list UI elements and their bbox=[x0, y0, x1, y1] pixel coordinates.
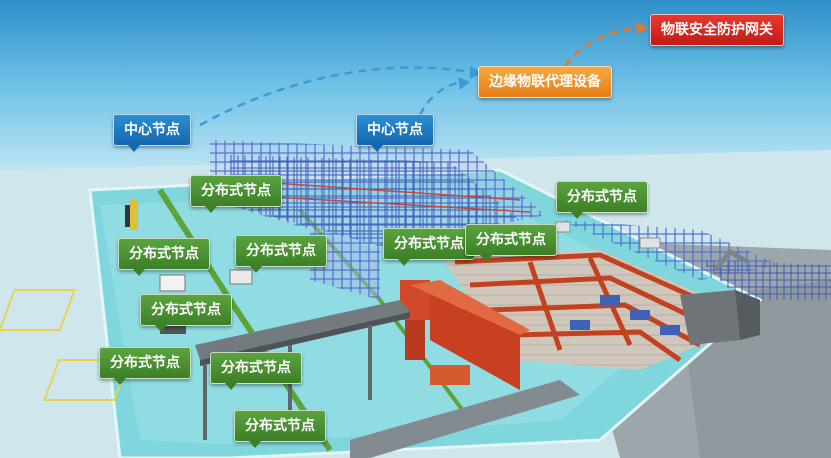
distributed-node-label: 分布式节点 bbox=[234, 410, 326, 448]
distributed-node-label: 分布式节点 bbox=[140, 294, 232, 332]
distributed-node-label: 分布式节点 bbox=[118, 238, 210, 276]
edge-proxy-label: 边缘物联代理设备 bbox=[478, 66, 612, 98]
distributed-node-label: 分布式节点 bbox=[465, 224, 557, 262]
center-node-label-1: 中心节点 bbox=[113, 114, 191, 152]
distributed-node-label: 分布式节点 bbox=[190, 175, 282, 213]
distributed-node-label: 分布式节点 bbox=[99, 347, 191, 385]
connector-center2-edge bbox=[418, 80, 463, 116]
distributed-node-label: 分布式节点 bbox=[556, 181, 648, 219]
connector-edge-gateway bbox=[564, 26, 641, 67]
security-gateway-label: 物联安全防护网关 bbox=[650, 14, 784, 46]
distributed-node-label: 分布式节点 bbox=[210, 352, 302, 390]
distributed-node-label: 分布式节点 bbox=[235, 235, 327, 273]
connector-center1-edge bbox=[199, 66, 471, 127]
distributed-node-label: 分布式节点 bbox=[383, 228, 475, 266]
center-node-label-2: 中心节点 bbox=[356, 114, 434, 152]
